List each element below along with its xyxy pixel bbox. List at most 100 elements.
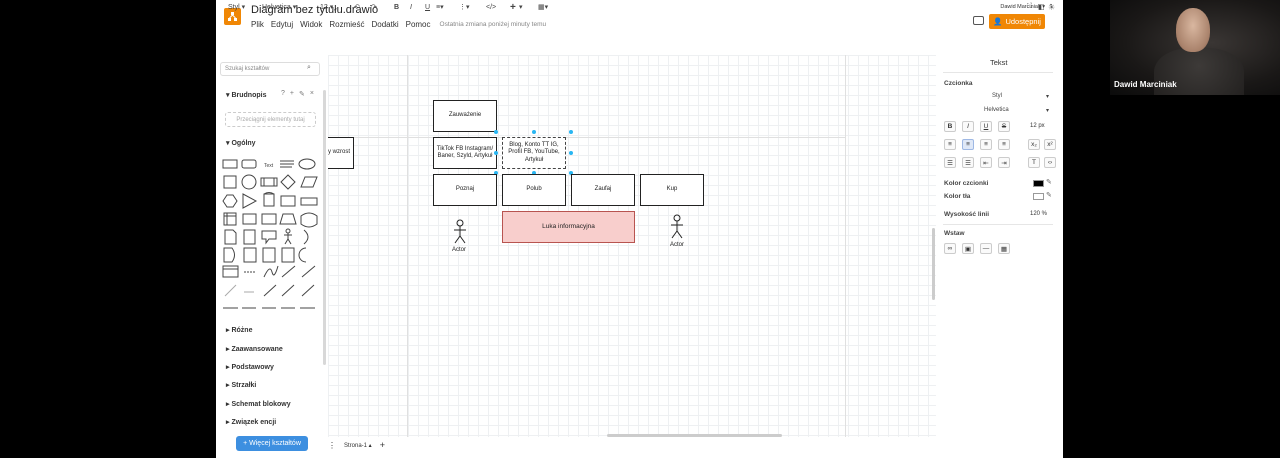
rectangle-shape-icon[interactable] bbox=[222, 159, 238, 169]
last-change-note[interactable]: Ostatnia zmiana poniżej minuty temu bbox=[439, 21, 547, 28]
superscript-icon[interactable]: x² bbox=[1044, 139, 1056, 150]
selection-handle[interactable] bbox=[569, 151, 573, 155]
delay-shape-icon[interactable] bbox=[223, 247, 235, 263]
section-advanced[interactable]: ▸ Zaawansowane bbox=[226, 346, 283, 353]
table-icon[interactable]: ▦▾ bbox=[538, 4, 549, 11]
menu-edit[interactable]: Edytuj bbox=[270, 20, 294, 29]
list-shape-icon[interactable] bbox=[281, 247, 295, 263]
scratchpad-drop-zone[interactable]: Przeciągnij elementy tutaj bbox=[225, 112, 316, 127]
square-shape-icon[interactable] bbox=[223, 175, 237, 189]
search-icon[interactable]: ⌕ bbox=[307, 64, 311, 71]
rounded-rect-shape-icon[interactable] bbox=[241, 159, 257, 169]
menu-view[interactable]: Widok bbox=[300, 20, 323, 29]
document-shape-icon[interactable] bbox=[300, 212, 318, 228]
edit-icon[interactable]: ✎ bbox=[299, 91, 305, 98]
actor-icon[interactable] bbox=[452, 219, 468, 245]
node-info-gap[interactable]: Luka informacyjna bbox=[502, 211, 635, 243]
bg-color-swatch[interactable] bbox=[1033, 193, 1044, 200]
table-icon[interactable]: ▦ bbox=[998, 243, 1010, 254]
align-justify-icon[interactable]: ≡ bbox=[998, 139, 1010, 150]
selection-handle[interactable] bbox=[494, 151, 498, 155]
node-owned-media[interactable]: Blog, Konto TT IG, Profil FB, YouTube, A… bbox=[502, 137, 566, 169]
node-channels[interactable]: TikTok FB Instagram/ Baner, Szyld, Artyk… bbox=[433, 137, 497, 169]
font-color-swatch[interactable] bbox=[1033, 180, 1044, 187]
data-storage-shape-icon[interactable] bbox=[243, 247, 257, 263]
horizontal-rule-icon[interactable]: — bbox=[980, 243, 992, 254]
node-zaufaj[interactable]: Zaufaj bbox=[571, 174, 635, 206]
note-shape-icon[interactable] bbox=[224, 229, 237, 245]
add-icon[interactable]: + bbox=[289, 90, 294, 97]
format-underline-button[interactable]: U bbox=[980, 121, 992, 132]
selection-handle[interactable] bbox=[532, 130, 536, 134]
share-button[interactable]: 👤 Udostępnij bbox=[989, 14, 1045, 29]
diagram-canvas[interactable]: y wzrost Zauważenie TikTok FB Instagram/… bbox=[328, 55, 936, 437]
insert-chevron-icon[interactable]: ▾ bbox=[519, 4, 523, 11]
node-kup[interactable]: Kup bbox=[640, 174, 704, 206]
canvas-h-scrollbar[interactable] bbox=[607, 434, 782, 437]
shape-search-input[interactable]: Szukaj kształtów bbox=[220, 62, 320, 76]
subscript-icon[interactable]: x₂ bbox=[1028, 139, 1040, 150]
triangle-shape-icon[interactable] bbox=[242, 193, 258, 209]
font-size-input[interactable]: 12 px bbox=[1030, 123, 1045, 129]
align-left-icon[interactable]: ≡ bbox=[944, 139, 956, 150]
node-polub[interactable]: Polub bbox=[502, 174, 566, 206]
menu-help[interactable]: Pomoc bbox=[405, 20, 431, 29]
cloud-shape-icon[interactable] bbox=[280, 195, 296, 207]
bidirectional-arrow-icon[interactable] bbox=[281, 265, 296, 278]
line-height-input[interactable]: 120 % bbox=[1030, 211, 1048, 217]
align-right-icon[interactable]: ≡ bbox=[980, 139, 992, 150]
font-family-select[interactable]: Helvetica bbox=[984, 107, 1009, 113]
italic-button[interactable]: I bbox=[410, 3, 412, 11]
insert-plus-icon[interactable]: + bbox=[510, 1, 516, 13]
close-icon[interactable]: × bbox=[309, 90, 314, 97]
section-basic[interactable]: ▸ Podstawowy bbox=[226, 364, 274, 371]
menu-file[interactable]: Plik bbox=[251, 20, 264, 29]
menu-extras[interactable]: Dodatki bbox=[371, 20, 399, 29]
sidebar-scrollbar[interactable] bbox=[323, 90, 326, 365]
menu-arrange[interactable]: Rozmieść bbox=[329, 20, 365, 29]
circle-shape-icon[interactable] bbox=[241, 174, 257, 190]
user-name[interactable]: Dawid Marciniak ▾ bbox=[1000, 4, 1045, 10]
collapse-icon[interactable]: ⌃ bbox=[1048, 4, 1054, 11]
tape-shape-icon[interactable] bbox=[300, 197, 318, 206]
process-shape-icon[interactable] bbox=[260, 177, 278, 187]
pencil-icon[interactable]: ✎ bbox=[1046, 192, 1052, 199]
help-icon[interactable]: ? bbox=[281, 90, 285, 97]
selection-handle[interactable] bbox=[494, 171, 498, 175]
align-icon[interactable]: ≡▾ bbox=[436, 4, 444, 11]
format-bold-button[interactable]: B bbox=[944, 121, 956, 132]
cube-shape-icon[interactable] bbox=[242, 213, 257, 225]
general-header[interactable]: ▾ Ogólny bbox=[226, 140, 256, 147]
undo-icon[interactable]: ↶ bbox=[354, 4, 360, 11]
cylinder-shape-icon[interactable] bbox=[263, 192, 275, 207]
cut-node[interactable]: y wzrost bbox=[328, 137, 354, 169]
parallelogram-shape-icon[interactable] bbox=[300, 176, 318, 188]
document-title[interactable]: Diagram bez tytułu.drawio bbox=[251, 4, 379, 16]
diagonal-arrow-icon[interactable] bbox=[281, 284, 295, 297]
valign-icon[interactable]: ⋮▾ bbox=[459, 4, 470, 11]
pencil-icon[interactable]: ✎ bbox=[1046, 179, 1052, 186]
font-style-select[interactable]: Styl bbox=[992, 93, 1003, 99]
add-page-button[interactable]: + bbox=[379, 440, 385, 450]
actor-shape-icon[interactable] bbox=[285, 228, 291, 234]
font-dropdown[interactable]: Helvetica ▾ bbox=[262, 3, 297, 12]
html-code-icon[interactable]: ‹› bbox=[1044, 157, 1056, 168]
node-poznaj[interactable]: Poznaj bbox=[433, 174, 497, 206]
align-center-icon[interactable]: ≡ bbox=[962, 139, 974, 150]
redo-icon[interactable]: ↷ bbox=[371, 4, 377, 11]
table-shape-icon[interactable] bbox=[222, 265, 239, 278]
section-misc[interactable]: ▸ Różne bbox=[226, 327, 253, 334]
internal-storage-shape-icon[interactable] bbox=[223, 212, 237, 226]
selection-handle[interactable] bbox=[532, 171, 536, 175]
selection-handle[interactable] bbox=[569, 130, 573, 134]
section-er[interactable]: ▸ Związek encji bbox=[226, 419, 277, 426]
format-tab-text[interactable]: Tekst bbox=[990, 58, 1008, 67]
code-button[interactable]: </> bbox=[486, 3, 497, 11]
card-shape-icon[interactable] bbox=[243, 229, 256, 245]
comments-icon[interactable] bbox=[973, 16, 984, 25]
bullet-list-icon[interactable]: ☰ bbox=[944, 157, 956, 168]
text-shape-icon[interactable]: Text bbox=[264, 163, 274, 169]
more-shapes-button[interactable]: + Więcej kształtów bbox=[236, 436, 308, 451]
container-shape-icon[interactable] bbox=[262, 247, 276, 263]
actor-icon[interactable] bbox=[669, 214, 685, 240]
